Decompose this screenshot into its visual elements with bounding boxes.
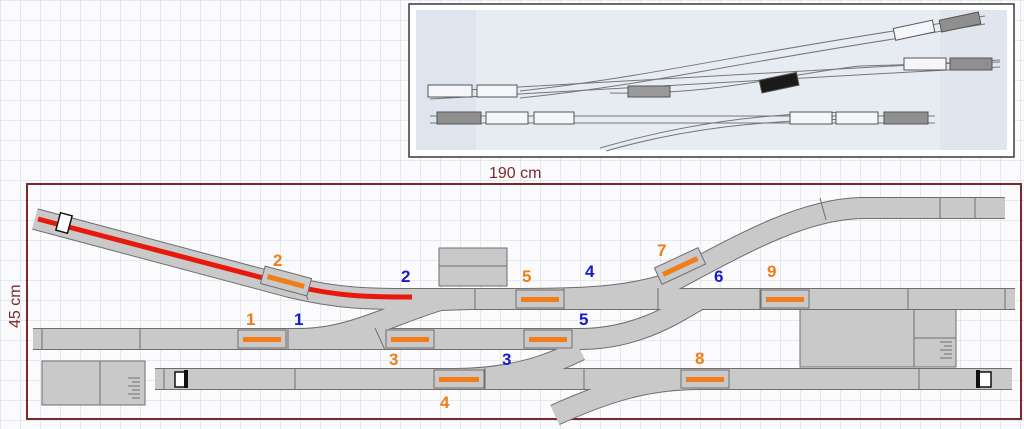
layout-frame	[26, 183, 1022, 420]
uncoupler-label-2: 2	[273, 251, 282, 270]
uncoupler-label-7: 7	[657, 241, 666, 260]
turnout-label-2: 2	[401, 267, 410, 286]
uncoupler-4	[433, 369, 485, 389]
uncouplers	[237, 247, 810, 389]
turnout-label-4: 4	[585, 262, 595, 281]
uncoupler-7	[653, 247, 707, 285]
uncoupler-labels: 1 2 3 4 5 7 8 9	[246, 241, 776, 412]
reference-photo	[408, 3, 1015, 158]
uncoupler-5b	[523, 329, 573, 349]
turnout-labels: 1 2 3 4 5 6	[294, 262, 723, 369]
uncoupler-1	[237, 329, 287, 349]
turnout-label-5: 5	[579, 310, 588, 329]
uncoupler-8	[680, 369, 730, 389]
uncoupler-label-8: 8	[695, 349, 704, 368]
building-left	[41, 360, 146, 406]
uncoupler-3	[385, 329, 435, 349]
uncoupler-2	[259, 265, 313, 297]
uncoupler-label-9: 9	[767, 262, 776, 281]
building-top	[438, 247, 508, 287]
buildings	[41, 247, 957, 406]
turnout-label-1: 1	[294, 310, 303, 329]
uncoupler-9	[760, 289, 810, 309]
uncoupler-label-5: 5	[522, 267, 531, 286]
buffer-stops	[54, 211, 992, 388]
width-dimension-label: 190 cm	[489, 165, 541, 182]
height-dimension-label: 45 cm	[7, 284, 24, 328]
turnout-label-6: 6	[714, 267, 723, 286]
uncoupler-label-3: 3	[389, 350, 398, 369]
uncoupler-label-1: 1	[246, 310, 255, 329]
uncoupler-5a	[515, 289, 565, 309]
uncoupler-label-4: 4	[440, 393, 450, 412]
turnout-label-3: 3	[502, 350, 511, 369]
